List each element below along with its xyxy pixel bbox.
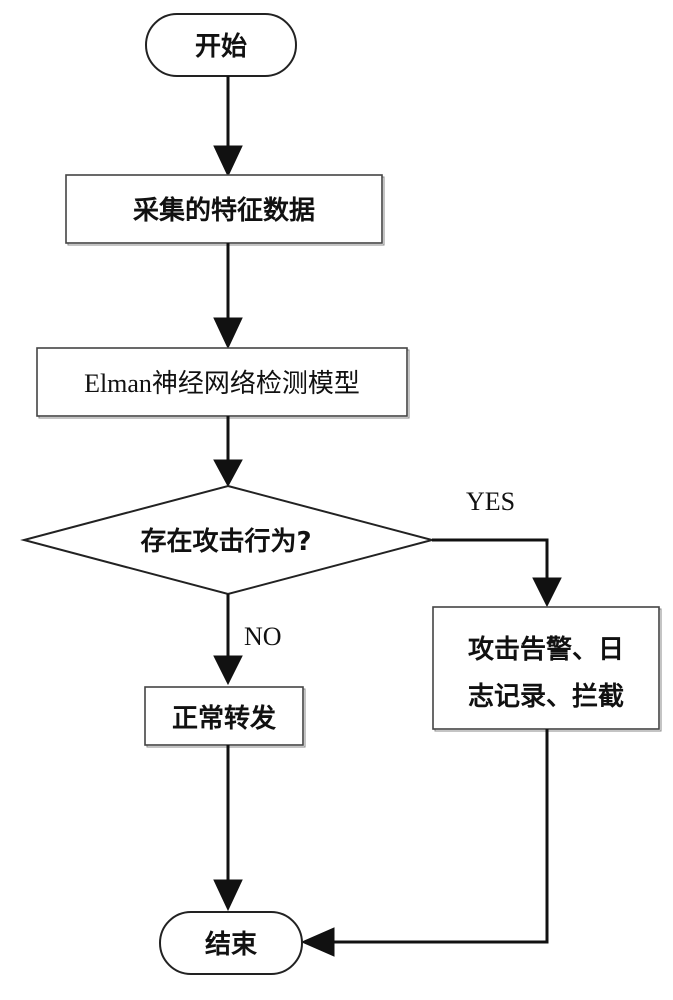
arrow-start-to-collect xyxy=(213,76,243,178)
arrow-no-to-forward xyxy=(213,594,243,686)
collect-features-label: 采集的特征数据 xyxy=(133,195,315,226)
arrow-alarm-to-end xyxy=(300,729,549,957)
end-label: 结束 xyxy=(205,929,258,960)
arrow-model-to-decision xyxy=(213,416,243,488)
collect-features-node: 采集的特征数据 xyxy=(65,174,385,246)
start-label: 开始 xyxy=(195,32,247,62)
decision-node: 存在攻击行为? xyxy=(20,484,436,596)
start-node: 开始 xyxy=(145,13,297,77)
arrow-forward-to-end xyxy=(213,745,243,912)
decision-label: 存在攻击行为? xyxy=(140,526,311,557)
elman-model-label: Elman神经网络检测模型 xyxy=(84,369,360,398)
no-label: NO xyxy=(244,622,282,651)
alarm-log-block-node: 攻击告警、日 志记录、拦截 xyxy=(432,606,662,732)
yes-label: YES xyxy=(466,487,515,516)
elman-model-node: Elman神经网络检测模型 xyxy=(36,347,410,419)
arrow-yes-to-alarm xyxy=(432,538,562,608)
alarm-label-line2: 志记录、拦截 xyxy=(468,682,624,712)
alarm-label-line1: 攻击告警、日 xyxy=(468,634,624,665)
arrow-collect-to-model xyxy=(213,243,243,350)
normal-forward-node: 正常转发 xyxy=(144,686,306,748)
normal-forward-label: 正常转发 xyxy=(172,703,276,734)
end-node: 结束 xyxy=(159,911,303,975)
